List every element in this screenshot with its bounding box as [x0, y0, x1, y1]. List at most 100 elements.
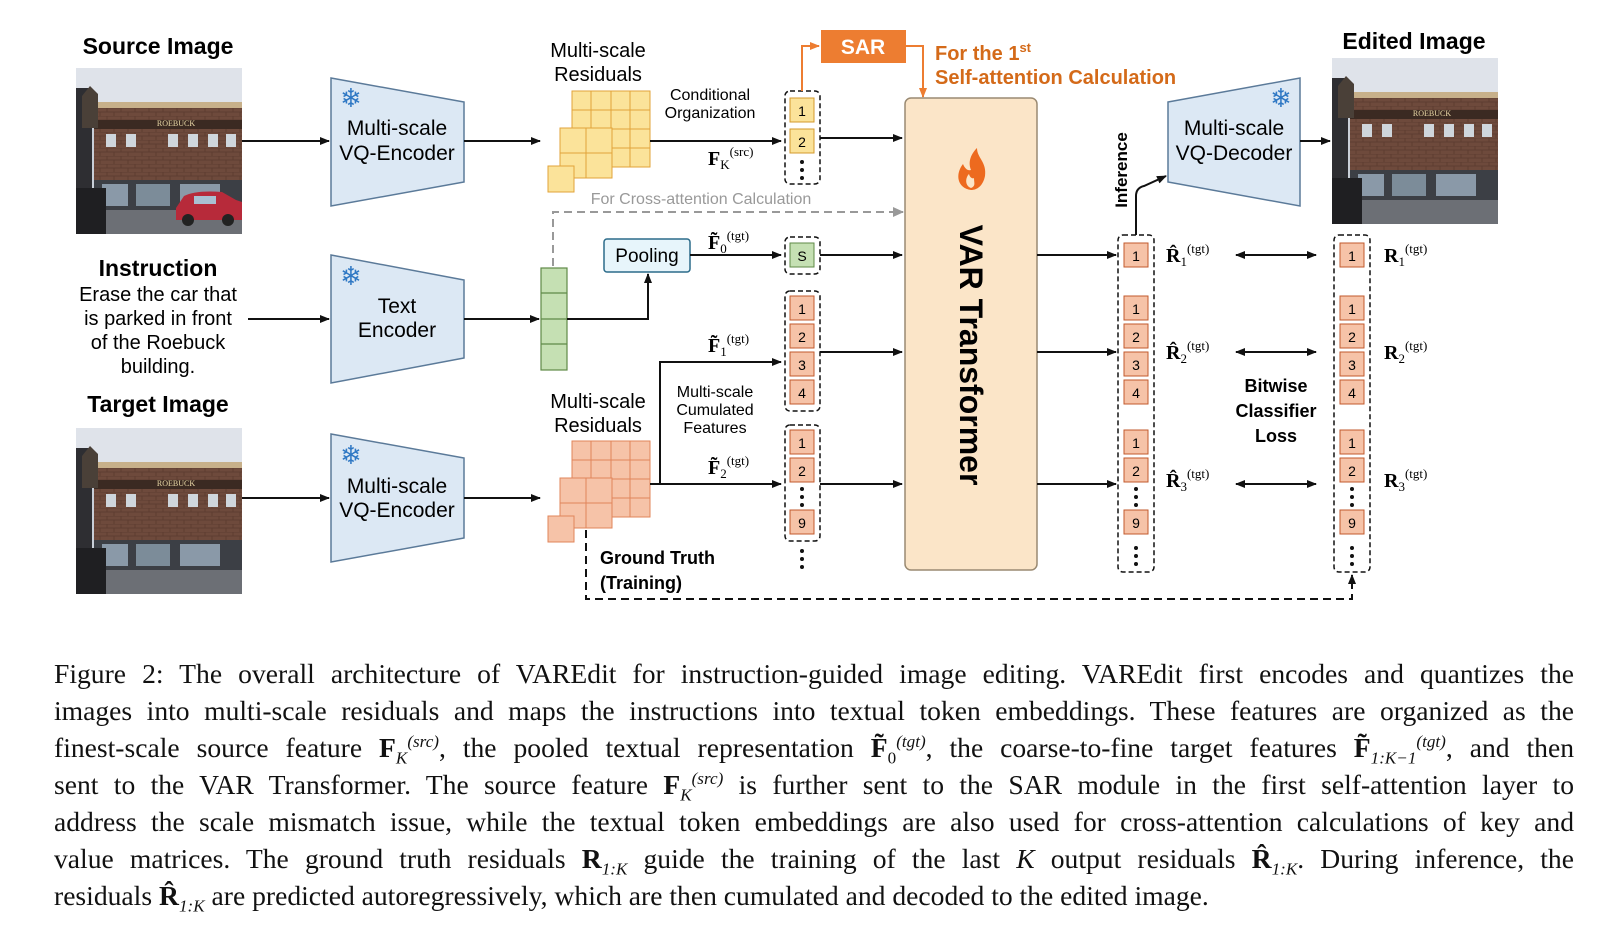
vq-decoder: ❄ Multi-scale VQ-Decoder [1167, 77, 1301, 207]
fire-icon [958, 148, 986, 190]
caption-line-1: Figure 2: The overall architecture of VA… [54, 658, 1574, 689]
ellipsis-icon [1134, 546, 1138, 566]
figure-caption: Figure 2: The overall architecture of VA… [54, 655, 1575, 915]
var-transformer-box [904, 97, 1038, 571]
conditional-org-line: Organization [665, 105, 756, 122]
token-label: 1 [1132, 301, 1140, 317]
f1-label: F̃1(tgt) [708, 331, 749, 359]
token [789, 323, 815, 349]
storefront-sign: ROEBUCK [157, 119, 195, 128]
instruction-line: is parked in front [84, 308, 232, 330]
target-image: ROEBUCK [76, 428, 242, 594]
token [1339, 429, 1365, 455]
cross-attention-note: For Cross-attention Calculation [591, 191, 812, 208]
sar-out-arrow [906, 45, 927, 98]
token-label: 2 [798, 463, 806, 479]
token [1123, 323, 1149, 349]
instruction-text: Erase the car that is parked in front of… [79, 284, 237, 378]
token-label: 1 [1348, 435, 1356, 451]
r-hat-1: R̂1(tgt) [1166, 241, 1209, 269]
inference-arrow [1135, 175, 1167, 235]
var-transformer-label: VAR Transformer [953, 225, 989, 486]
caption-line-6: value matrices. The ground truth residua… [54, 843, 1574, 879]
f-src-label: FK(src) [708, 144, 753, 172]
ground-truth-token-column: 1 1 2 3 4 1 2 9 [1333, 234, 1371, 573]
source-image-label: Source Image [83, 33, 234, 59]
token-label: 1 [1132, 248, 1140, 264]
token-label: 2 [1132, 329, 1140, 345]
token-label: 3 [1348, 357, 1356, 373]
ellipsis-icon [800, 549, 804, 569]
token-label: 4 [798, 385, 806, 401]
sar-label: SAR [841, 36, 885, 59]
token [789, 509, 815, 535]
caption-line-3: finest-scale source feature FK(src), the… [54, 731, 1574, 768]
edited-image: ROEBUCK [1332, 58, 1498, 224]
token [1339, 323, 1365, 349]
token-label: 4 [1132, 385, 1140, 401]
transformer-output-arrows [1037, 251, 1117, 488]
sar-in-arrow [801, 42, 820, 91]
token [1123, 242, 1149, 268]
inference-label: Inference [1112, 132, 1131, 208]
conditional-org-line: Conditional [670, 87, 750, 104]
ground-truth-line: (Training) [600, 573, 682, 593]
token [789, 457, 815, 483]
token-label: 1 [1348, 301, 1356, 317]
cumulated-note-line: Cumulated [676, 402, 753, 419]
residuals-bottom-line: Multi-scale [550, 391, 646, 413]
snowflake-icon: ❄ [1270, 84, 1292, 114]
text-encoder-line: Text [378, 295, 417, 318]
ellipsis-icon [800, 487, 804, 507]
sar-note-line2: Self-attention Calculation [935, 67, 1176, 89]
text-token-stack [540, 267, 568, 371]
encoder-bottom-line: VQ-Encoder [339, 499, 455, 522]
decoder-line: Multi-scale [1184, 117, 1284, 140]
r-gt-2: R2(tgt) [1384, 338, 1427, 366]
token [1123, 295, 1149, 321]
f2-token-column: 1 2 9 [784, 424, 821, 542]
token-label: 3 [1132, 357, 1140, 373]
residuals-top-line: Residuals [554, 64, 642, 86]
token [1339, 457, 1365, 483]
edited-image-label: Edited Image [1342, 28, 1485, 54]
s-token-column: S [784, 236, 821, 275]
bitwise-loss-line: Loss [1255, 426, 1297, 446]
snowflake-icon: ❄ [340, 262, 362, 292]
instruction-title: Instruction [99, 255, 218, 281]
f1-token-column: 1 2 3 4 [784, 290, 821, 412]
decoder-line: VQ-Decoder [1176, 142, 1293, 165]
architecture-diagram: Source Image ROEBUCK Instruction Erase t… [76, 28, 1498, 600]
token-label: 9 [1348, 515, 1356, 531]
ground-truth-path [585, 530, 1356, 600]
caption-line-5: address the scale mismatch issue, while … [54, 806, 1574, 837]
cumulated-note-line: Features [683, 420, 746, 437]
caption-line-4: sent to the VAR Transformer. The source … [54, 768, 1575, 805]
text-encoder: ❄ Text Encoder [330, 254, 465, 384]
token-label: 9 [798, 515, 806, 531]
residuals-top-line: Multi-scale [550, 40, 646, 62]
encoder-bottom-line: Multi-scale [347, 475, 447, 498]
token-label: 9 [1132, 515, 1140, 531]
ellipsis-icon [1134, 487, 1138, 507]
token [789, 429, 815, 455]
r-hat-3: R̂3(tgt) [1166, 466, 1209, 494]
f0-label: F̃0(tgt) [708, 228, 749, 256]
vq-encoder-bottom: ❄ Multi-scale VQ-Encoder [330, 433, 465, 563]
target-image-label: Target Image [87, 391, 228, 417]
token [1123, 457, 1149, 483]
token-label: 1 [1348, 248, 1356, 264]
r-gt-3: R3(tgt) [1384, 466, 1427, 494]
source-image: ROEBUCK [76, 68, 242, 234]
token [789, 97, 815, 123]
ground-truth-line: Ground Truth [600, 548, 715, 568]
encoder-top-line: Multi-scale [347, 117, 447, 140]
token [1339, 242, 1365, 268]
token [1339, 379, 1365, 405]
snowflake-icon: ❄ [340, 441, 362, 471]
instruction-line: of the Roebuck [91, 332, 227, 354]
token-label: 2 [1348, 329, 1356, 345]
encoder-top-line: VQ-Encoder [339, 142, 455, 165]
target-residual-stack [547, 440, 651, 543]
text-encoder-line: Encoder [358, 319, 436, 342]
